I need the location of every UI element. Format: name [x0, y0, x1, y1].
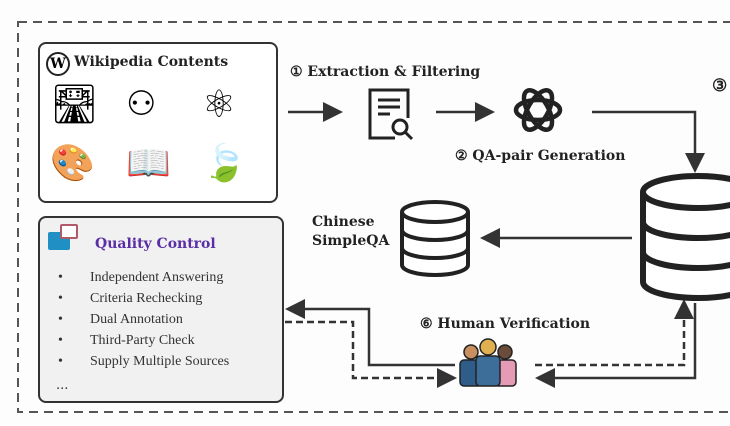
wikipedia-title: Wikipedia Contents: [74, 54, 229, 70]
atom-icon: ⚛: [202, 82, 237, 126]
qc-item: Independent Answering: [58, 270, 229, 291]
arrow-qc-to-human: [285, 320, 457, 388]
quality-control-box: Quality Control Independent Answering Cr…: [38, 216, 284, 403]
leaf-icon: 🍃: [202, 143, 247, 184]
qc-item: Dual Annotation: [58, 312, 229, 333]
network-icon: ⚇: [126, 84, 157, 124]
quality-control-title: Quality Control: [95, 236, 216, 252]
arrow-db-to-human: [535, 303, 697, 388]
arrow-human-to-db: [535, 299, 694, 367]
qc-item: Criteria Rechecking: [58, 291, 229, 312]
outer-dashed-frame: [17, 21, 730, 413]
wikipedia-logo: W: [46, 52, 70, 76]
step6-label: ⑥ Human Verification: [420, 316, 591, 332]
monitor-chat-icon: [48, 224, 78, 250]
openai-logo-icon: [513, 88, 563, 132]
qc-item: Third-Party Check: [58, 333, 229, 354]
book-icon: 📖: [126, 143, 171, 184]
qc-more: ...: [56, 378, 69, 393]
palette-icon: 🎨: [50, 143, 95, 184]
step3-label: ③: [712, 76, 728, 96]
human-team-icon: [459, 338, 517, 387]
main-database-icon: [640, 173, 730, 301]
qc-item: Supply Multiple Sources: [58, 354, 229, 375]
arrow-human-to-qc: [285, 299, 455, 367]
dataset-label-line1: Chinese: [312, 214, 375, 230]
wikipedia-contents-box: W Wikipedia Contents 🛣 ⚇ ⚛ 🎨 📖 🍃: [38, 42, 278, 203]
simpleqa-database-icon: [400, 200, 470, 277]
document-search-icon: [368, 88, 414, 141]
quality-control-list: Independent Answering Criteria Recheckin…: [58, 270, 229, 375]
road-icon: 🛣: [50, 82, 99, 126]
step1-label: ① Extraction & Filtering: [290, 64, 481, 80]
dataset-label-line2: SimpleQA: [312, 233, 390, 249]
step2-label: ② QA-pair Generation: [455, 148, 626, 164]
arrow-gen-to-db: [592, 110, 705, 173]
